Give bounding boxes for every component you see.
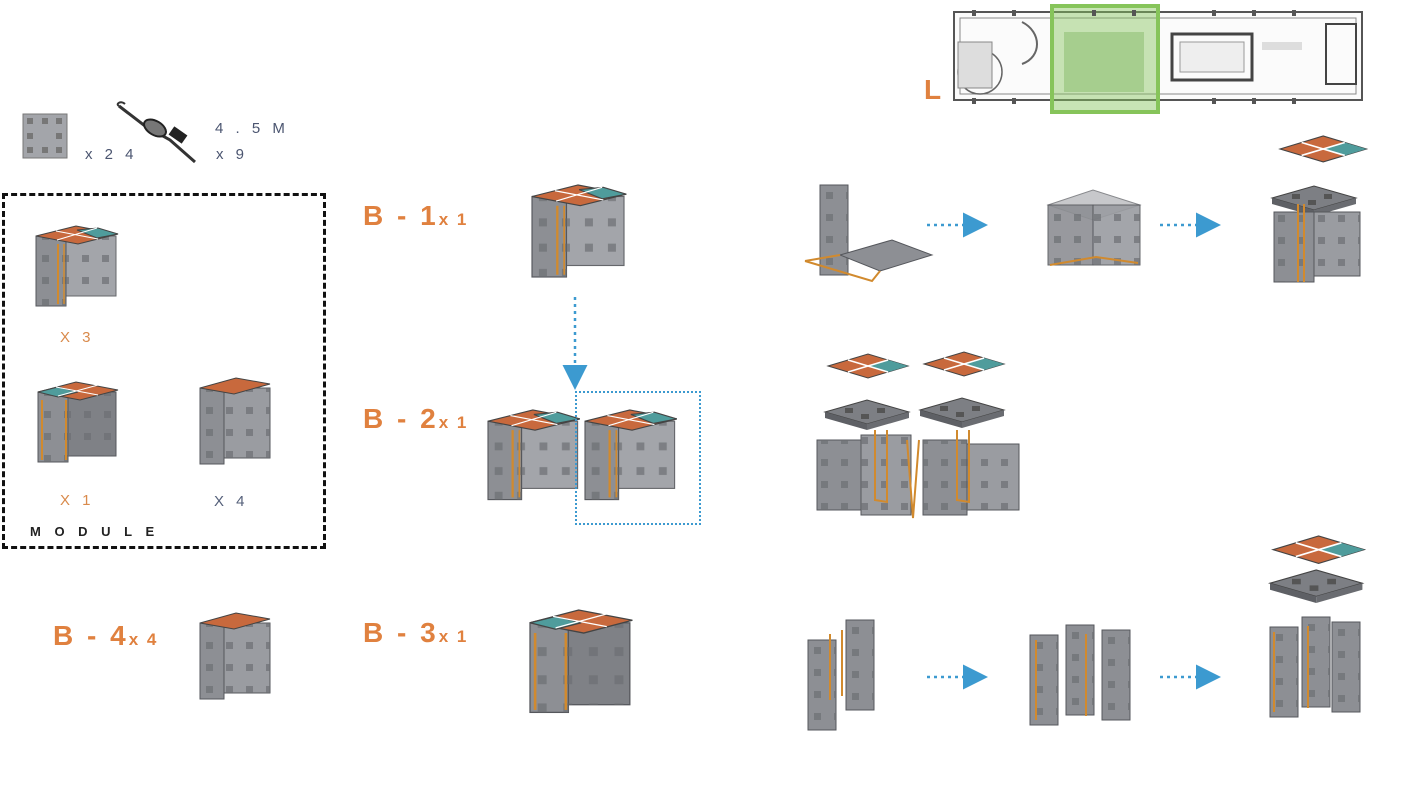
b1-assembled — [530, 183, 628, 279]
b1-step2 — [1046, 189, 1142, 266]
module-qty-1: X 3 — [60, 329, 95, 346]
module-plain-cube — [199, 377, 271, 465]
b3-step3 — [1269, 616, 1361, 718]
b3-step2 — [1029, 624, 1131, 726]
arrow-r1a — [927, 212, 988, 238]
arrow-r3b — [1160, 664, 1221, 690]
b1-step1 — [804, 184, 934, 283]
module-qty-2: X 1 — [60, 492, 95, 509]
b2-highlight-box — [575, 391, 701, 525]
plan-label: L — [924, 74, 942, 105]
strap-length: 4 . 5 M — [215, 120, 289, 137]
module-open-cube — [35, 225, 119, 307]
b2-tile-right — [923, 351, 1005, 377]
panel-material-icon — [22, 113, 68, 164]
b2-tile-left — [827, 353, 909, 379]
module-box — [2, 193, 326, 549]
arrow-r3a — [927, 664, 988, 690]
b3-assembled — [528, 608, 634, 714]
ratchet-strap-icon — [115, 100, 205, 175]
b3-step1 — [807, 619, 875, 731]
panel-count: x 2 4 — [85, 146, 138, 163]
b3-tile-top — [1272, 535, 1366, 565]
label-b4: B - 4x 4 — [53, 620, 159, 651]
arrow-r1b — [1160, 212, 1221, 238]
b1-step3 — [1271, 185, 1361, 283]
arrow-down — [562, 297, 588, 390]
b1-tile-top — [1279, 135, 1368, 163]
b4-module — [199, 612, 271, 700]
label-b1: B - 1x 1 — [363, 200, 469, 231]
module-closed-cube — [37, 381, 119, 463]
b2-walls — [816, 430, 1020, 519]
label-b2: B - 2x 1 — [363, 403, 469, 434]
b2-slab-right — [919, 397, 1005, 429]
b3-slab — [1269, 569, 1363, 604]
strap-count: x 9 — [216, 146, 249, 163]
module-qty-3: X 4 — [214, 493, 249, 510]
module-label: M O D U L E — [30, 524, 160, 539]
label-b3: B - 3x 1 — [363, 617, 469, 648]
b2-left-unit — [486, 408, 581, 501]
floor-plan — [953, 4, 1363, 114]
